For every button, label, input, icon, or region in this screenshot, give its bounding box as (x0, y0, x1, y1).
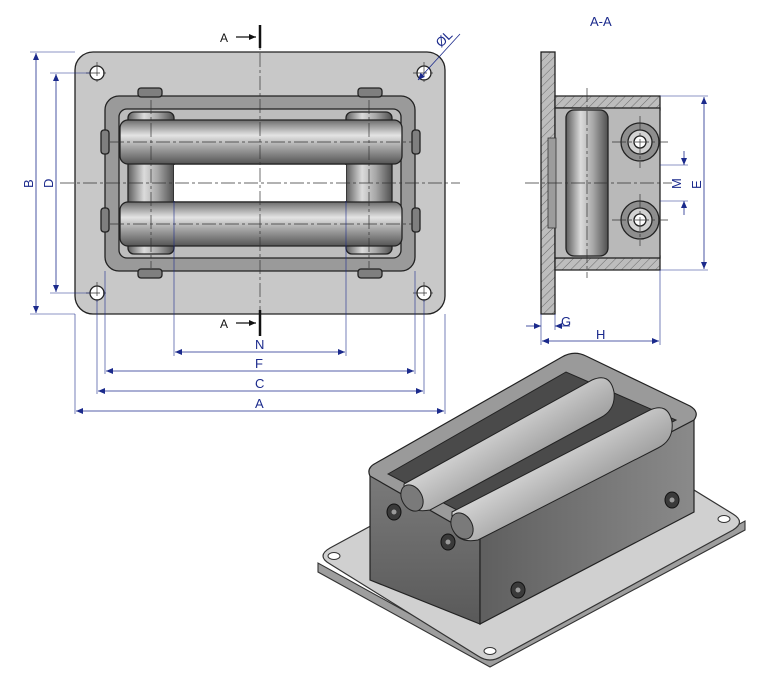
section-view-title: A-A (590, 14, 612, 29)
dimension-label-m: M (669, 178, 684, 189)
section-view: A-A (525, 14, 672, 315)
dimension-label-a: A (255, 396, 264, 411)
dimension-label-b: B (21, 179, 36, 188)
section-view-dimensions: E M G H (526, 95, 708, 345)
dimension-label-f: F (255, 356, 263, 371)
front-view: A A (60, 25, 460, 336)
dimension-label-e: E (689, 180, 704, 189)
dimension-label-n: N (255, 337, 264, 352)
axle-bosses (100, 87, 421, 279)
dimension-label-l: ØL (433, 27, 456, 50)
dimension-label-d: D (41, 179, 56, 188)
dimension-label-h: H (596, 327, 605, 342)
dimension-label-c: C (255, 376, 264, 391)
dimension-label-g: G (561, 314, 571, 329)
isometric-view (317, 352, 746, 668)
section-marker-bottom: A (220, 317, 228, 331)
section-marker-top: A (220, 31, 228, 45)
